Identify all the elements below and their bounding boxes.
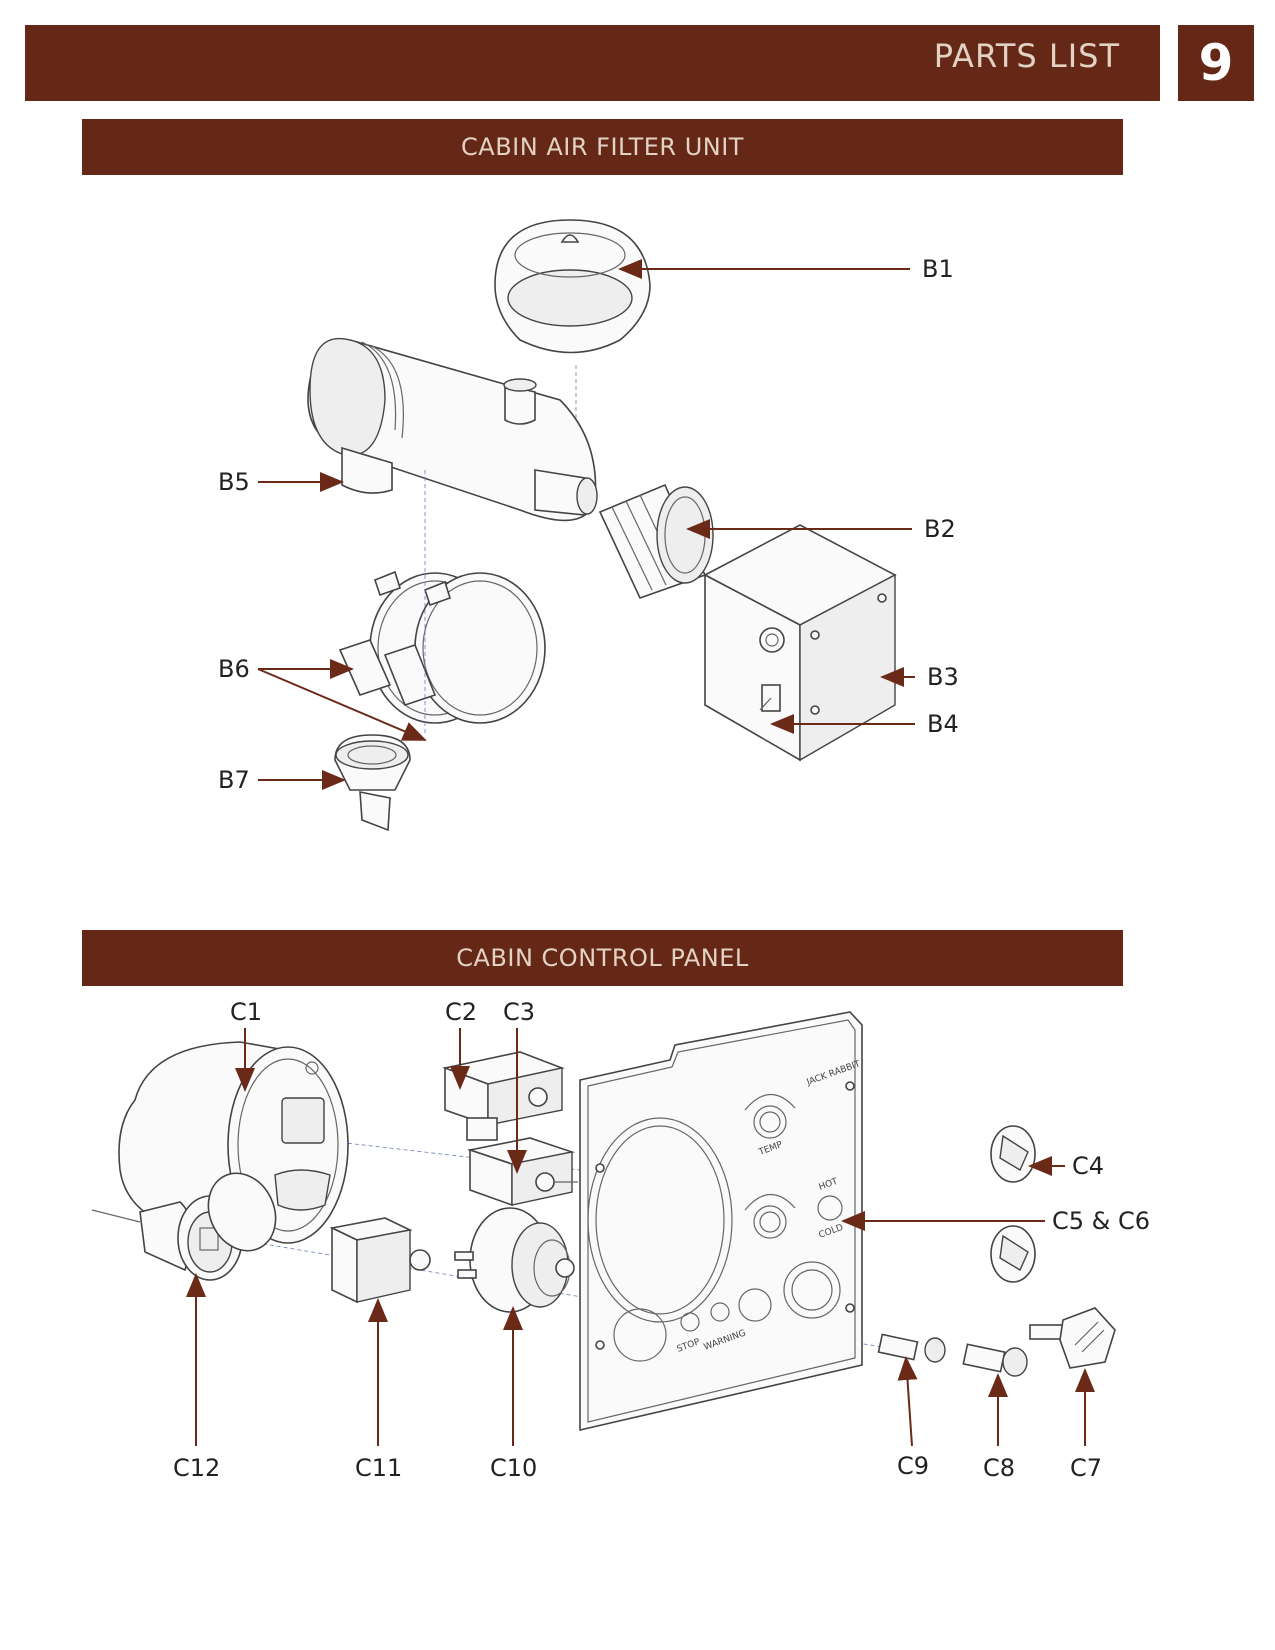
callout-c1: C1 bbox=[230, 998, 262, 1026]
callout-c7: C7 bbox=[1070, 1454, 1102, 1482]
air-filter-exploded-diagram: B1 B2 B3 B4 B5 B6 B7 bbox=[218, 219, 959, 832]
relay-upper bbox=[442, 1051, 565, 1141]
callout-c5-c6: C5 & C6 bbox=[1052, 1207, 1150, 1235]
switch-module bbox=[329, 1217, 431, 1304]
callout-c12: C12 bbox=[173, 1454, 220, 1482]
header-bar: PARTS LIST bbox=[25, 25, 1160, 101]
callout-c8: C8 bbox=[983, 1454, 1015, 1482]
callout-b3: B3 bbox=[927, 663, 959, 691]
indicator-bulb-2 bbox=[962, 1343, 1028, 1377]
callout-c4: C4 bbox=[1072, 1152, 1104, 1180]
page-title: PARTS LIST bbox=[933, 37, 1120, 75]
control-panel-plate: JACK RABBIT TEMP HOT COLD STOP WARNING bbox=[579, 1011, 863, 1432]
relay-lower bbox=[466, 1137, 578, 1207]
ignition-switch bbox=[454, 1207, 575, 1313]
callout-c3: C3 bbox=[503, 998, 535, 1026]
callout-b5: B5 bbox=[218, 468, 250, 496]
ignition-key bbox=[1029, 1307, 1116, 1369]
indicator-bulb-1 bbox=[877, 1333, 946, 1363]
callout-c11: C11 bbox=[355, 1454, 402, 1482]
knob-upper bbox=[990, 1125, 1036, 1183]
callout-c10: C10 bbox=[490, 1454, 537, 1482]
mounting-clamps bbox=[338, 570, 546, 724]
callout-c2: C2 bbox=[445, 998, 477, 1026]
callout-b2: B2 bbox=[924, 515, 956, 543]
callout-b6: B6 bbox=[218, 655, 250, 683]
callout-b4: B4 bbox=[927, 710, 959, 738]
page-number: 9 bbox=[1178, 25, 1254, 101]
intake-hose bbox=[598, 483, 714, 599]
power-socket bbox=[91, 1172, 277, 1281]
knob-lower bbox=[990, 1225, 1036, 1283]
section-title-air-filter: CABIN AIR FILTER UNIT bbox=[82, 119, 1123, 175]
callout-c9: C9 bbox=[897, 1452, 929, 1480]
filter-housing bbox=[307, 338, 598, 522]
drain-cap bbox=[334, 734, 411, 832]
callout-b7: B7 bbox=[218, 766, 250, 794]
callout-b1: B1 bbox=[922, 255, 954, 283]
fan-box bbox=[703, 524, 897, 762]
filter-lid bbox=[494, 219, 651, 354]
section-title-control-panel: CABIN CONTROL PANEL bbox=[82, 930, 1123, 986]
control-panel-exploded-diagram: JACK RABBIT TEMP HOT COLD STOP WARNING C… bbox=[91, 998, 1150, 1482]
